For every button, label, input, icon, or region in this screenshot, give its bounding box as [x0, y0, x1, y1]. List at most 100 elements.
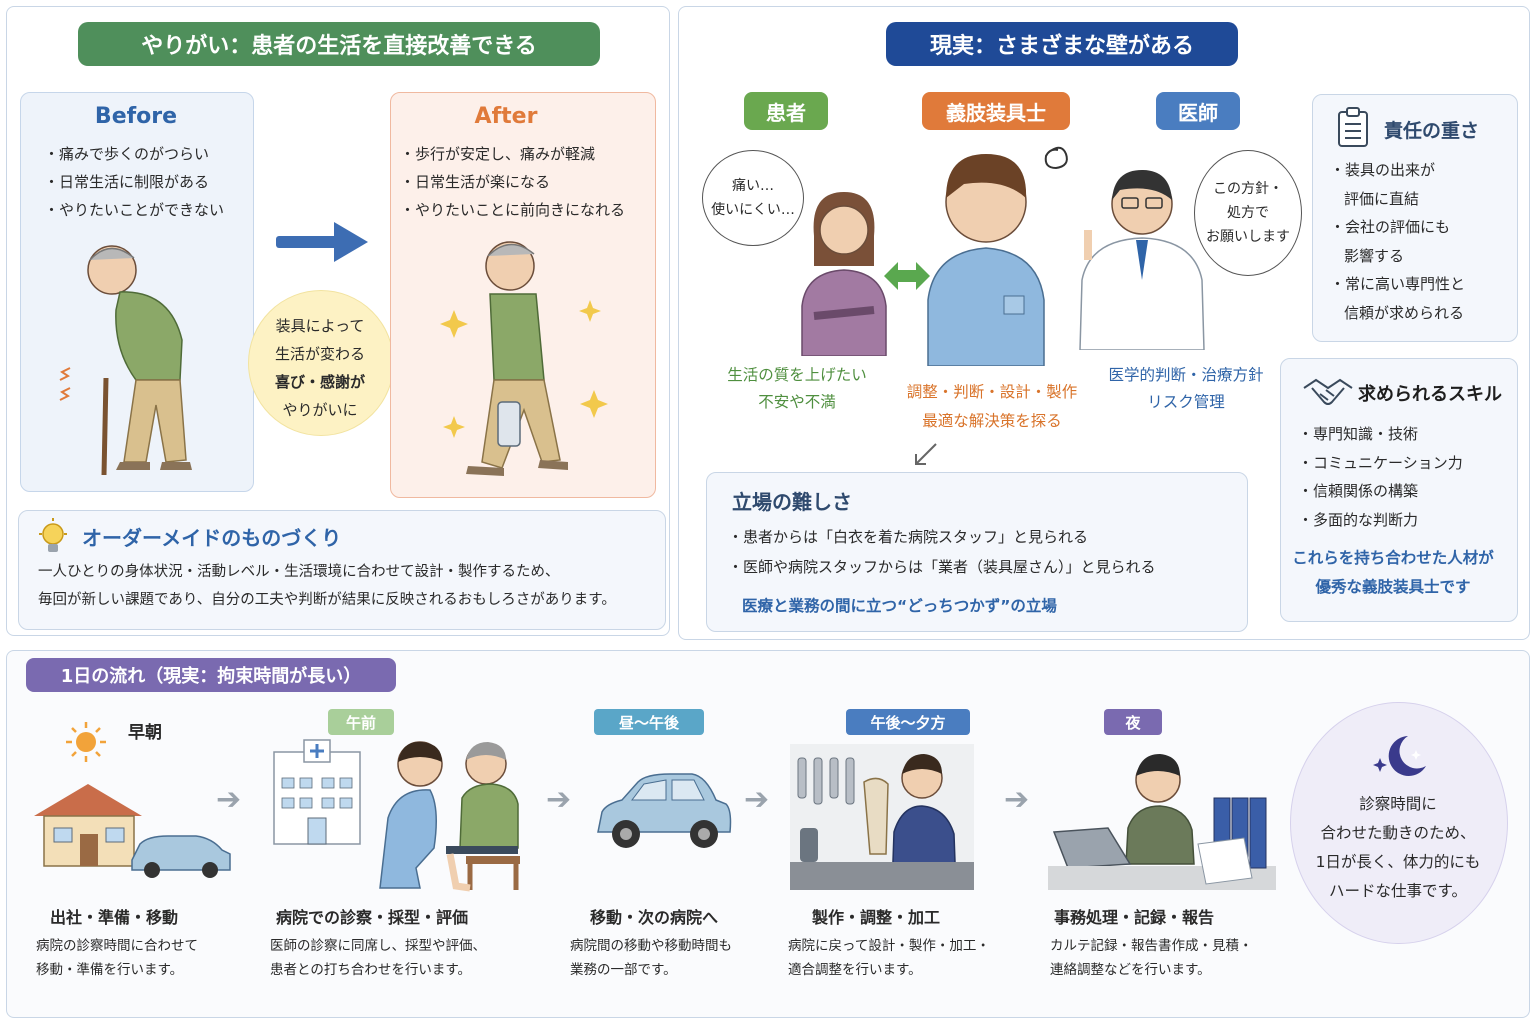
doctor-speech-line-1: この方針・ — [1213, 181, 1283, 197]
list-item: 影響する — [1344, 246, 1405, 265]
custom-making-box — [18, 510, 666, 630]
summary-line-4: ハードな仕事です。 — [1329, 882, 1467, 900]
doctor-caption-line-2: リスク管理 — [1147, 393, 1225, 411]
doctor-speech-line-2: 処方で — [1227, 205, 1269, 221]
workshop-illustration — [790, 744, 974, 890]
lightbulb-icon — [39, 518, 67, 552]
flow-arrow-icon: ➔ — [1004, 782, 1030, 817]
walking-person-with-brace-illustration — [440, 241, 608, 476]
list-item: 信頼関係の構築 — [1298, 477, 1463, 506]
list-item: ・常に高い専門性と — [1330, 275, 1466, 293]
patient-speech-line-2: 使いにくい… — [711, 202, 795, 218]
step-5-desc-line-1: カルテ記録・報告書作成・見積・ — [1050, 938, 1253, 954]
step-2-title: 病院での診察・採型・評価 — [276, 908, 469, 927]
step-1-desc-line-1: 病院の診察時間に合わせて — [36, 938, 198, 954]
life-change-circle — [248, 290, 394, 436]
step-5-desc-line-2: 連絡調整などを行います。 — [1050, 962, 1211, 978]
list-item: やりたいことができない — [44, 196, 224, 224]
resp-1a: 装具の出来が — [1345, 161, 1436, 179]
flow-arrow-icon: ➔ — [546, 782, 572, 817]
flow-arrow-icon: ➔ — [744, 782, 770, 817]
step-2-desc: 医師の診察に同席し、採型や評価、 患者との打ち合わせを行います。 — [270, 934, 486, 982]
list-item: 多面的な判断力 — [1298, 506, 1463, 535]
prosthetist-illustration — [927, 146, 1068, 366]
step-2-desc-line-2: 患者との打ち合わせを行います。 — [270, 962, 472, 978]
rewards-header: やりがい：患者の生活を直接改善できる — [78, 22, 600, 66]
handshake-icon — [1303, 378, 1353, 405]
before-title: Before — [94, 104, 178, 129]
patient-caption-line-2: 不安や不満 — [758, 393, 836, 411]
circle-line-1: 装具によって — [275, 317, 365, 335]
double-arrow-icon — [884, 262, 930, 290]
resp-2a: 会社の評価にも — [1345, 218, 1451, 236]
circle-line-2: 生活が変わる — [274, 345, 365, 363]
patient-illustration — [801, 192, 887, 356]
custom-making-title: オーダーメイドのものづくり — [82, 526, 342, 550]
position-difficulty-title: 立場の難しさ — [732, 490, 852, 514]
list-item: 医師や病院スタッフからは「業者（装具屋さん）」と見られる — [728, 552, 1156, 582]
life-change-text: 装具によって 生活が変わる 喜び・感謝が やりがいに — [248, 312, 392, 424]
step-5-tag: 夜 — [1104, 709, 1162, 735]
step-4-desc-line-2: 適合調整を行います。 — [788, 962, 922, 978]
doctor-illustration — [1079, 170, 1205, 350]
doctor-label: 医師 — [1156, 92, 1240, 130]
before-list: 痛みで歩くのがつらい 日常生活に制限がある やりたいことができない — [44, 140, 224, 224]
step-2-tag: 午前 — [328, 709, 394, 735]
clipboard-icon — [1338, 107, 1368, 147]
after-title: After — [474, 104, 538, 129]
step-4-title: 製作・調整・加工 — [812, 908, 941, 927]
list-item: 信頼が求められる — [1344, 303, 1465, 322]
custom-making-line-2: 毎回が新しい課題であり、自分の工夫や判断が結果に反映されるおもしろさがあります。 — [38, 592, 616, 608]
list-item: やりたいことに前向きになれる — [400, 196, 625, 224]
patient-caption: 生活の質を上げたい 不安や不満 — [704, 362, 890, 416]
skills-title: 求められるスキル — [1358, 384, 1502, 405]
day-flow-panel — [6, 650, 1530, 1018]
list-item: 歩行が安定し、痛みが軽減 — [400, 140, 625, 168]
step-4-desc-line-1: 病院に戻って設計・製作・加工・ — [788, 938, 990, 954]
resp-3a: 常に高い専門性と — [1345, 275, 1466, 293]
step-3-tag: 昼〜午後 — [594, 709, 704, 735]
moon-and-stars-icon — [1373, 736, 1426, 776]
list-item: コミュニケーション力 — [1298, 449, 1463, 478]
list-item: ・装具の出来が — [1330, 161, 1436, 179]
step-1-tag: 早朝 — [128, 723, 162, 743]
list-item: 痛みで歩くのがつらい — [44, 140, 224, 168]
skills-conclusion-line-2: 優秀な義肢装具士です — [1315, 578, 1471, 596]
patient-caption-line-1: 生活の質を上げたい — [727, 366, 867, 384]
list-item: 評価に直結 — [1344, 189, 1420, 208]
prosthetist-caption-line-2: 最適な解決策を探る — [922, 412, 1062, 430]
hospital-and-fitting-illustration — [273, 739, 520, 892]
reality-header: 現実：さまざまな壁がある — [886, 22, 1238, 66]
responsibility-list: ・装具の出来が 評価に直結 ・会社の評価にも 影響する ・常に高い専門性と 信頼… — [1330, 156, 1465, 327]
list-item: 日常生活に制限がある — [44, 168, 224, 196]
skills-conclusion-line-1: これらを持ち合わせた人材が — [1292, 549, 1494, 567]
summary-line-1: 診察時間に — [1359, 795, 1437, 813]
list-item: 日常生活が楽になる — [400, 168, 625, 196]
step-3-desc-line-1: 病院間の移動や移動時間も — [570, 938, 732, 954]
skills-conclusion: これらを持ち合わせた人材が 優秀な義肢装具士です — [1280, 544, 1506, 602]
doctor-speech-line-3: お願いします — [1206, 229, 1290, 245]
doctor-caption: 医学的判断・治療方針 リスク管理 — [1096, 362, 1276, 416]
step-5-title: 事務処理・記録・報告 — [1054, 908, 1215, 927]
doctor-speech-bubble: この方針・ 処方で お願いします — [1194, 150, 1302, 276]
step-1-title: 出社・準備・移動 — [50, 908, 179, 927]
office-work-illustration — [1048, 754, 1276, 890]
step-1-desc: 病院の診察時間に合わせて 移動・準備を行います。 — [36, 934, 198, 982]
after-list: 歩行が安定し、痛みが軽減 日常生活が楽になる やりたいことに前向きになれる — [400, 140, 625, 224]
summary-text: 診察時間に 合わせた動きのため、 1日が長く、体力的にも ハードな仕事です。 — [1290, 790, 1506, 906]
summary-line-2: 合わせた動きのため、 — [1320, 824, 1476, 842]
position-difficulty-list: 患者からは「白衣を着た病院スタッフ」と見られる 医師や病院スタッフからは「業者（… — [728, 522, 1156, 582]
list-item: ・会社の評価にも — [1330, 218, 1451, 236]
step-3-title: 移動・次の病院へ — [590, 908, 719, 927]
doctor-caption-line-1: 医学的判断・治療方針 — [1108, 366, 1264, 384]
house-and-car-illustration — [34, 784, 231, 878]
custom-making-line-1: 一人ひとりの身体状況・活動レベル・生活環境に合わせて設計・製作するため、 — [38, 564, 560, 580]
step-2-desc-line-1: 医師の診察に同席し、採型や評価、 — [270, 938, 486, 954]
pointer-arrow-icon — [915, 443, 937, 465]
patient-speech-line-1: 痛い… — [731, 178, 774, 194]
step-4-tag: 午後〜夕方 — [846, 709, 970, 735]
day-flow-header: 1日の流れ（現実：拘束時間が長い） — [26, 658, 396, 692]
flow-arrow-icon: ➔ — [216, 782, 242, 817]
sun-icon — [66, 722, 106, 762]
step-4-desc: 病院に戻って設計・製作・加工・ 適合調整を行います。 — [788, 934, 990, 982]
